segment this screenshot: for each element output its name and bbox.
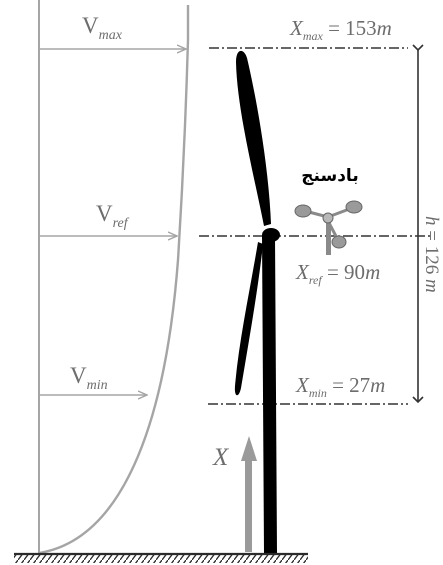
- x-ref-label: Xref = 90m: [295, 260, 380, 287]
- height-label: h = 126 m: [421, 216, 442, 293]
- height-dimension: h = 126 m: [412, 44, 442, 404]
- v-max-label: Vmax: [82, 13, 123, 43]
- v-ref-label: Vref: [96, 201, 130, 231]
- anemometer-label: بادسنج: [301, 166, 358, 186]
- velocity-profile: [38, 0, 190, 555]
- turbine-tower: [262, 236, 277, 553]
- ground: [14, 552, 308, 563]
- x-min-label: Xmin = 27m: [295, 373, 385, 400]
- anemometer-icon: [294, 200, 363, 255]
- height-reference-lines: [199, 47, 430, 405]
- wind-turbine: [234, 50, 280, 553]
- velocity-profile-curve: [38, 5, 190, 555]
- x-max-label: Xmax = 153m: [289, 16, 392, 43]
- turbine-blade-lower: [234, 242, 263, 396]
- turbine-hub: [262, 228, 280, 242]
- turbine-blade-upper: [236, 50, 271, 226]
- v-min-label: Vmin: [70, 363, 108, 393]
- x-axis-label: X: [212, 444, 230, 471]
- x-axis-arrow: [241, 436, 257, 552]
